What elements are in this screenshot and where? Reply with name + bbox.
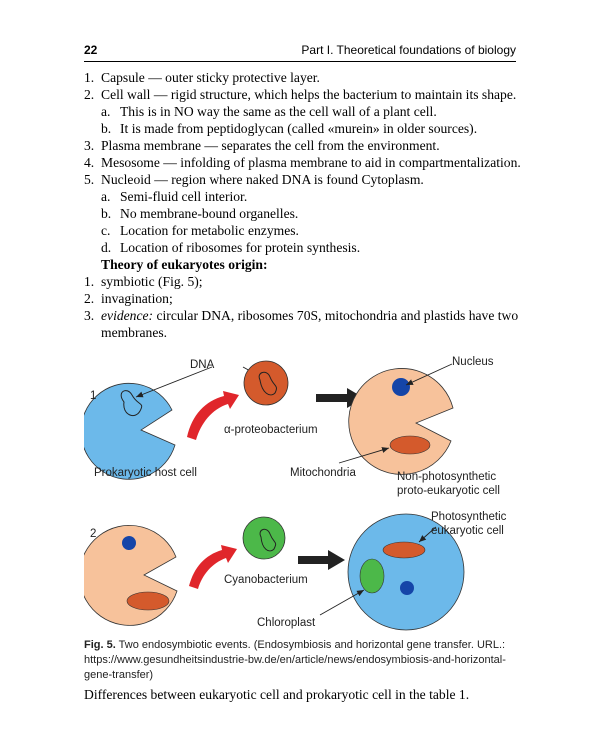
transition-arrow-black xyxy=(298,550,345,570)
row-number: 2 xyxy=(90,528,97,540)
label-dna: DNA xyxy=(190,359,215,371)
label-mitochondria: Mitochondria xyxy=(290,467,356,479)
figure-endosymbiosis: DNA Nucleus 1 α-proteobacterium Prokaryo… xyxy=(84,345,524,640)
list-marker: 2. xyxy=(84,87,95,102)
host-dna-loop xyxy=(120,390,143,417)
caption-text: Two endosymbiotic events. (Endosymbiosis… xyxy=(84,639,506,681)
list-text: Location for metabolic enzymes. xyxy=(120,223,299,238)
chloroplast xyxy=(359,558,385,594)
list-text: Semi-fluid cell interior. xyxy=(120,189,248,204)
list-item: 5. Nucleoid — region where naked DNA is f… xyxy=(84,171,524,188)
list-subitem: a. This is in NO way the same as the cell… xyxy=(84,103,524,120)
evidence-text: circular DNA, ribosomes 70S, mitochondri… xyxy=(101,308,519,340)
figure-graphic xyxy=(84,360,465,631)
list-text: Mesosome — infolding of plasma membrane … xyxy=(101,155,521,170)
list-item: 1. symbiotic (Fig. 5); xyxy=(84,273,524,290)
list-marker: a. xyxy=(101,189,111,204)
list-item: 2. Cell wall — rigid structure, which hel… xyxy=(84,86,524,103)
bacterium-dna-loop xyxy=(258,371,277,396)
origin-heading: Theory of eukaryotes origin: xyxy=(101,257,268,272)
list-marker: c. xyxy=(101,223,111,238)
cyano-dna-loop xyxy=(259,528,277,552)
list-marker: b. xyxy=(101,121,112,136)
list-subitem: d. Location of ribosomes for protein synt… xyxy=(84,239,524,256)
dna-pointer-line xyxy=(135,366,213,398)
nucleus xyxy=(400,581,414,595)
label-photosynthetic: Photosynthetic xyxy=(431,511,507,523)
label-chloroplast: Chloroplast xyxy=(257,617,316,629)
list-marker: 1. xyxy=(84,70,95,85)
list-text: Nucleoid — region where naked DNA is fou… xyxy=(101,172,424,187)
list-text: invagination; xyxy=(101,291,173,306)
list-marker: a. xyxy=(101,104,111,119)
list-subitem: c. Location for metabolic enzymes. xyxy=(84,222,524,239)
row-number: 1 xyxy=(90,390,97,402)
mitochondrion xyxy=(382,541,426,559)
list-text: Location of ribosomes for protein synthe… xyxy=(120,240,361,255)
photosynthetic-pointer-line xyxy=(418,526,437,543)
page-number: 22 xyxy=(84,43,98,57)
list-text: Plasma membrane — separates the cell fro… xyxy=(101,138,440,153)
nucleus xyxy=(122,536,136,550)
label-cyanobacterium: Cyanobacterium xyxy=(224,574,308,586)
list-text: No membrane-bound organelles. xyxy=(120,206,299,221)
list-text: Cell wall — rigid structure, which helps… xyxy=(101,87,517,102)
list-item: 1. Capsule — outer sticky protective laye… xyxy=(84,69,524,86)
list-marker: 2. xyxy=(84,291,95,306)
body-list: 1. Capsule — outer sticky protective laye… xyxy=(84,69,524,341)
list-item: 4. Mesosome — infolding of plasma membran… xyxy=(84,154,524,171)
cyanobacterium xyxy=(242,516,286,560)
list-text: symbiotic (Fig. 5); xyxy=(101,274,203,289)
label-proto-eukaryotic-cell: proto-eukaryotic cell xyxy=(397,485,500,497)
list-marker: 1. xyxy=(84,274,95,289)
mitochondrion xyxy=(389,435,431,455)
mitochondria-pointer-line xyxy=(338,447,390,464)
list-item: 3. evidence: circular DNA, ribosomes 70S,… xyxy=(84,307,524,341)
list-text: evidence: circular DNA, ribosomes 70S, m… xyxy=(101,307,519,341)
list-item: 2. invagination; xyxy=(84,290,524,307)
alpha-proteobacterium xyxy=(243,360,289,406)
running-header: 22 Part I. Theoretical foundations of bi… xyxy=(84,41,516,62)
list-item: 3. Plasma membrane — separates the cell f… xyxy=(84,137,524,154)
list-subitem: b. No membrane-bound organelles. xyxy=(84,205,524,222)
list-text: It is made from peptidoglycan (called «m… xyxy=(120,121,478,136)
nucleus-pointer-line xyxy=(405,363,453,386)
photosynthetic-eukaryotic-cell xyxy=(347,513,465,631)
engulfment-arrow-red xyxy=(189,545,237,589)
list-marker: d. xyxy=(101,240,112,255)
prokaryotic-host-cell xyxy=(84,382,176,480)
list-marker: 4. xyxy=(84,155,95,170)
list-subitem: a. Semi-fluid cell interior. xyxy=(84,188,524,205)
list-text: This is in NO way the same as the cell w… xyxy=(120,104,437,119)
mitochondrion xyxy=(126,591,170,611)
list-marker: 5. xyxy=(84,172,95,187)
engulfment-arrow-red xyxy=(187,391,239,440)
evidence-lead: evidence: xyxy=(101,308,154,323)
label-prokaryotic-host-cell: Prokaryotic host cell xyxy=(94,467,197,479)
label-non-photosynthetic: Non-photosynthetic xyxy=(397,471,497,483)
running-title: Part I. Theoretical foundations of biolo… xyxy=(301,43,516,57)
nucleus xyxy=(392,378,410,396)
list-text: Capsule — outer sticky protective layer. xyxy=(101,70,320,85)
chloroplast-pointer-line xyxy=(319,589,365,616)
label-nucleus: Nucleus xyxy=(452,356,494,368)
section-heading: Theory of eukaryotes origin: xyxy=(84,256,524,273)
caption-label: Fig. 5. xyxy=(84,639,116,651)
footer-paragraph: Differences between eukaryotic cell and … xyxy=(84,687,470,702)
list-marker: b. xyxy=(101,206,112,221)
figure-caption: Fig. 5. Two endosymbiotic events. (Endos… xyxy=(84,638,524,683)
label-eukaryotic-cell: eukaryotic cell xyxy=(431,525,504,537)
label-alpha-proteobacterium: α-proteobacterium xyxy=(224,424,318,436)
list-marker: 3. xyxy=(84,138,95,153)
list-subitem: b. It is made from peptidoglycan (called … xyxy=(84,120,524,137)
list-marker: 3. xyxy=(84,308,95,323)
